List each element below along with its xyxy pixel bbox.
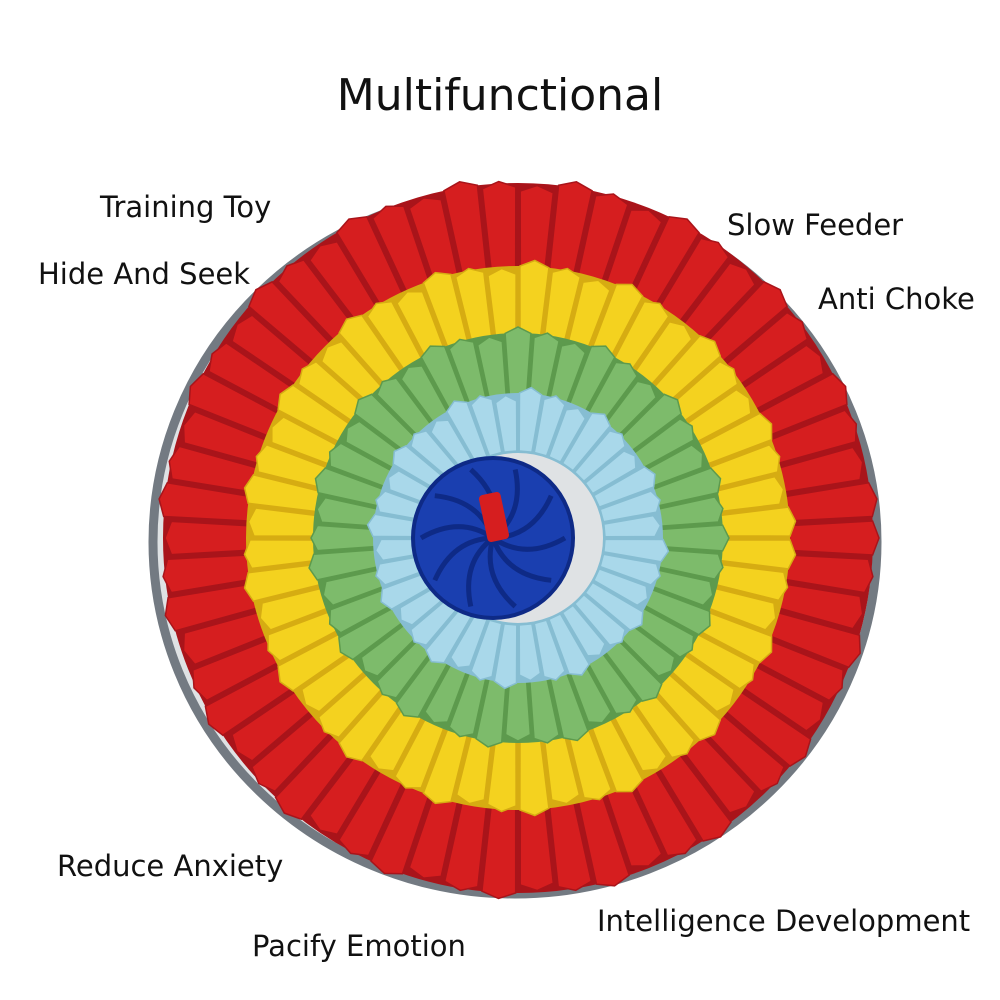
label-training-toy: Training Toy (100, 190, 272, 224)
outer-ring-flap (164, 520, 250, 556)
light-blue-ring-flap (493, 623, 518, 690)
light-blue-ring-flap (533, 395, 566, 457)
center-fold (432, 535, 494, 582)
light-blue-ring-flap (603, 538, 670, 563)
center-red-tab (478, 491, 510, 543)
light-blue-ring-flap (599, 490, 661, 523)
center-fold (490, 537, 552, 583)
light-blue-ring-flap (573, 593, 626, 646)
center-fold (487, 537, 517, 609)
light-blue-ring-flap (599, 553, 661, 586)
light-blue-ring-flap (584, 450, 637, 495)
light-blue-ring-flap (561, 412, 611, 472)
yellow-ring (243, 259, 797, 817)
label-reduce-anxiety: Reduce Anxiety (57, 849, 284, 883)
center-fold (491, 535, 567, 552)
light-blue-ring-flap (518, 386, 543, 453)
green-ring-flap (504, 326, 532, 398)
headline-title: Multifunctional (336, 70, 664, 121)
green-ring-flap (310, 524, 378, 552)
center-fold (466, 536, 495, 608)
light-blue-ring-flap (533, 619, 566, 681)
green-ring (308, 326, 730, 748)
light-blue-ring-flap (547, 612, 591, 676)
green-ring-flap (658, 524, 730, 552)
light-blue-ring-flap (592, 465, 656, 509)
label-slow-feeder: Slow Feeder (727, 208, 904, 242)
light-blue-ring-flap (494, 394, 518, 453)
label-pacify-emotion: Pacify Emotion (252, 929, 466, 963)
light-blue-ring-flap (470, 395, 503, 457)
outer-ring (158, 180, 880, 900)
light-blue-ring-flap (561, 604, 606, 657)
label-hide-and-seek: Hide And Seek (38, 257, 251, 291)
light-blue-ring-flap (518, 623, 542, 682)
light-blue-ring-flap (603, 514, 662, 538)
label-intelligence-development: Intelligence Development (597, 904, 971, 938)
outer-ring-flap (786, 520, 880, 556)
yellow-ring-band (246, 266, 790, 810)
light-blue-ring-flap (584, 581, 644, 631)
light-blue-ring-flap (592, 567, 649, 607)
light-blue-ring-flap (547, 407, 587, 464)
light-blue-ring-flap (470, 619, 503, 681)
light-blue-ring-band (373, 393, 663, 683)
label-anti-choke: Anti Choke (818, 282, 975, 316)
light-blue-ring-flap (573, 430, 626, 483)
green-ring-flap (504, 678, 532, 742)
